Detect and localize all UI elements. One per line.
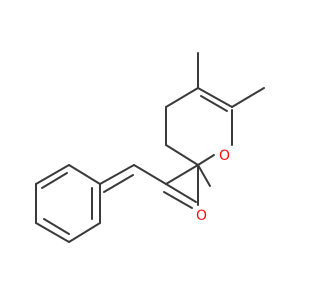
molecule-diagram: O O: [35, 52, 265, 243]
bond-benzene-attachment: [68, 164, 101, 185]
bond-benzene-inner-1: [41, 172, 68, 189]
bond-benzene-edge-1: [35, 164, 70, 185]
bond-carbonyl-double-1: [165, 183, 197, 203]
bond-ring-c3-c4: [165, 87, 199, 108]
bond-benzene-inner-2: [43, 218, 70, 235]
bond-alkene-double: [99, 164, 135, 185]
ring-oxygen-label: O: [219, 148, 230, 164]
bond-ring-c2-c1: [165, 144, 199, 166]
bond-carbonyl-alpha-carbon: [133, 164, 167, 185]
carbonyl-oxygen-label: O: [196, 208, 207, 224]
bond-benzene-edge-3: [35, 222, 70, 243]
bond-methyl-c5: [231, 87, 265, 108]
bond-methyl-c1: [197, 164, 211, 187]
bond-c1-carbonyl-carbon: [165, 164, 199, 185]
bond-benzene-edge-4: [68, 222, 101, 243]
bond-ring-c4-c5-double: [197, 87, 233, 108]
bond-carbonyl-double-2: [163, 191, 193, 209]
bond-ring-c1-oxygen: [197, 154, 215, 166]
bond-alkene-double-inner: [103, 174, 134, 193]
structure-canvas: O O: [35, 52, 265, 243]
bond-ring-c4-c5-double-inner: [200, 95, 228, 112]
